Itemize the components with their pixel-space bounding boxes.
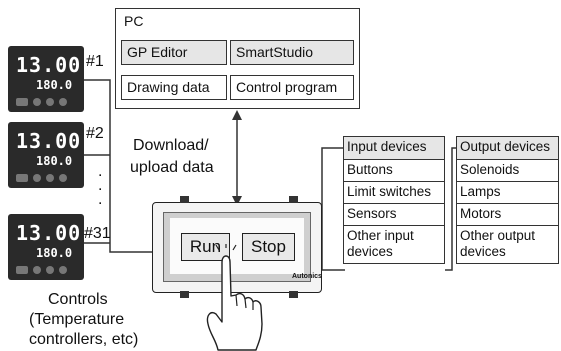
controller-keys (16, 98, 67, 106)
controller-display-sub: 180.0 (36, 78, 73, 92)
temperature-controller-1: 13.00 180.0 (8, 46, 84, 112)
brand-logo: Autonics (292, 273, 322, 280)
hand-pointer-icon (206, 244, 263, 351)
output-device-other: Other output devices (457, 225, 558, 263)
pc-title: PC (124, 13, 144, 29)
input-device-other: Other input devices (344, 225, 444, 263)
output-devices-header: Output devices (457, 137, 558, 159)
mount-clip-bottom-left (180, 291, 189, 298)
controllers-caption-line3: controllers, etc) (29, 331, 139, 348)
controllers-caption-line2: (Temperature (29, 311, 125, 328)
controller-display-sub: 180.0 (36, 154, 73, 168)
output-device-lamps: Lamps (457, 181, 558, 203)
input-device-sensors: Sensors (344, 203, 444, 225)
mount-clip-top-left (180, 196, 189, 203)
controller-display-main: 13.00 (16, 53, 82, 77)
controller-keys (16, 174, 67, 182)
ellipsis-dot-2: . (98, 177, 103, 194)
ellipsis-dot-3: . (98, 191, 103, 208)
output-device-solenoids: Solenoids (457, 159, 558, 181)
transfer-label-line1: Download/ (133, 137, 209, 154)
controller-label-2: #2 (86, 125, 104, 142)
input-devices-table: Input devices Buttons Limit switches Sen… (343, 136, 445, 264)
temperature-controller-2: 13.00 180.0 (8, 122, 84, 188)
input-device-limit-switches: Limit switches (344, 181, 444, 203)
input-device-buttons: Buttons (344, 159, 444, 181)
controller-keys (16, 266, 67, 274)
transfer-label-line2: upload data (130, 159, 214, 176)
drawing-data-label: Drawing data (121, 75, 227, 100)
controller-label-1: #1 (86, 53, 104, 70)
stop-button[interactable]: Stop (242, 233, 295, 261)
gp-editor-label: GP Editor (121, 40, 227, 65)
mount-clip-bottom-right (289, 291, 298, 298)
controller-label-31: #31 (84, 225, 111, 242)
mount-clip-top-right (289, 196, 298, 203)
controller-display-main: 13.00 (16, 129, 82, 153)
controllers-caption-line1: Controls (48, 291, 108, 308)
input-devices-header: Input devices (344, 137, 444, 159)
output-device-motors: Motors (457, 203, 558, 225)
controller-display-main: 13.00 (16, 221, 82, 245)
output-devices-table: Output devices Solenoids Lamps Motors Ot… (456, 136, 559, 264)
run-button[interactable]: Run (181, 233, 230, 261)
control-program-label: Control program (230, 75, 354, 100)
controller-display-sub: 180.0 (36, 246, 73, 260)
temperature-controller-31: 13.00 180.0 (8, 214, 84, 280)
ellipsis-dot-1: . (98, 163, 103, 180)
smartstudio-label: SmartStudio (230, 40, 354, 65)
